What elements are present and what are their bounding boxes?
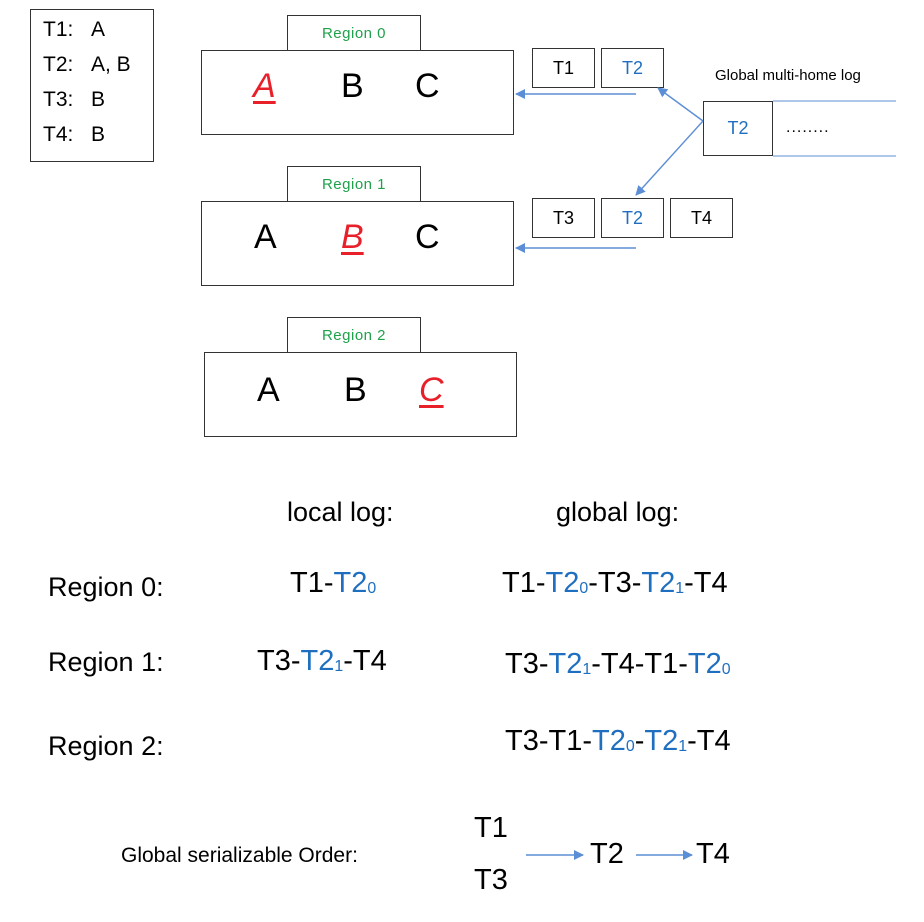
region-1-box: A B C: [201, 201, 514, 286]
row-label-region-0: Region 0:: [48, 572, 164, 602]
region-2-tab: Region 2: [287, 317, 421, 353]
region-0-box: A B C: [201, 50, 514, 135]
arrow-to-queue-1: [635, 120, 704, 196]
queue-0-entry: T1: [532, 48, 595, 88]
region-1-tab: Region 1: [287, 166, 421, 202]
queue-1-entry: T2: [601, 198, 664, 238]
order-t3: T3: [474, 864, 508, 896]
global-log-region-2: T3-T1-T20-T21-T4: [505, 725, 731, 757]
queue-1-entry: T4: [670, 198, 733, 238]
global-log-header: global log:: [556, 497, 680, 527]
local-log-header: local log:: [287, 497, 394, 527]
global-log-entry: T2: [703, 101, 773, 156]
global-log-region-0: T1-T20-T3-T21-T4: [502, 567, 728, 599]
local-log-region-0: T1-T20: [290, 567, 377, 599]
legend-row: T2:A, B: [43, 53, 131, 76]
row-label-region-1: Region 1:: [48, 647, 164, 677]
global-log-ellipsis: ........: [786, 119, 830, 136]
region-1-item-a: A: [254, 218, 277, 256]
region-2-box: A B C: [204, 352, 517, 437]
legend-row: T4:B: [43, 123, 106, 146]
global-multi-home-log-title: Global multi-home log: [715, 67, 861, 84]
region-1-item-c: C: [415, 218, 440, 256]
region-0-item-b: B: [341, 67, 364, 105]
region-0-item-a: A: [253, 67, 276, 105]
queue-1-entry: T3: [532, 198, 595, 238]
region-1-item-b: B: [341, 218, 364, 256]
order-t4: T4: [696, 838, 730, 870]
row-label-region-2: Region 2:: [48, 731, 164, 761]
arrow-to-queue-0: [657, 87, 704, 122]
transaction-legend: T1:A T2:A, B T3:B T4:B: [30, 9, 154, 162]
region-2-item-b: B: [344, 371, 367, 409]
legend-row: T3:B: [43, 88, 106, 111]
region-0-item-c: C: [415, 67, 440, 105]
queue-0-entry: T2: [601, 48, 664, 88]
order-t1: T1: [474, 812, 508, 844]
serializable-order-label: Global serializable Order:: [121, 844, 358, 867]
order-t2: T2: [590, 838, 624, 870]
region-2-item-a: A: [257, 371, 280, 409]
legend-row: T1:A: [43, 18, 106, 41]
region-2-item-c: C: [419, 371, 444, 409]
local-log-region-1: T3-T21-T4: [257, 645, 387, 677]
global-log-region-1: T3-T21-T4-T1-T20: [505, 648, 731, 680]
